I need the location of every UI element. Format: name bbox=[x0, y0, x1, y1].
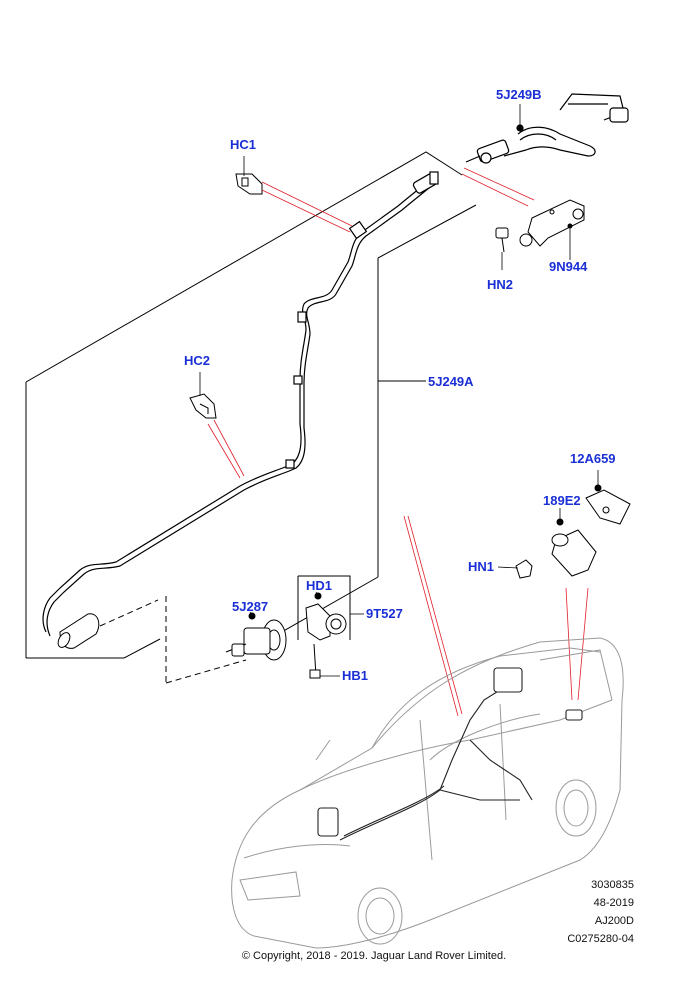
callout-189e2[interactable]: 189E2 bbox=[543, 493, 581, 508]
callout-hc2[interactable]: HC2 bbox=[184, 353, 211, 368]
callout-hc1[interactable]: HC1 bbox=[230, 137, 257, 152]
ref-illustration: C0275280-04 bbox=[567, 933, 634, 945]
callout-5j287[interactable]: 5J287 bbox=[232, 599, 269, 614]
callout-hb1[interactable]: HB1 bbox=[342, 668, 369, 683]
ref-model: AJ200D bbox=[594, 915, 634, 927]
leader-lines-red bbox=[207, 167, 589, 717]
clip-hc2 bbox=[189, 393, 217, 419]
brake-cable-5j249b bbox=[465, 93, 629, 164]
bracket-9n944 bbox=[519, 199, 585, 247]
ref-date: 48-2019 bbox=[593, 897, 634, 909]
brake-cable-5j249a bbox=[42, 171, 439, 637]
bolt-hn2 bbox=[495, 227, 509, 253]
actuator-5j287 bbox=[225, 612, 287, 661]
callout-hd1[interactable]: HD1 bbox=[306, 578, 333, 593]
copyright-notice: © Copyright, 2018 - 2019. Jaguar Land Ro… bbox=[241, 950, 507, 962]
assembly-panel bbox=[25, 151, 477, 684]
clip-hc1 bbox=[235, 173, 263, 195]
vehicle-cable-routing bbox=[317, 667, 583, 841]
leader-lines-black bbox=[199, 104, 599, 677]
callout-9n944[interactable]: 9N944 bbox=[549, 259, 588, 274]
callout-9t527[interactable]: 9T527 bbox=[366, 606, 403, 621]
callout-hn1[interactable]: HN1 bbox=[468, 559, 495, 574]
callout-12a659[interactable]: 12A659 bbox=[570, 451, 616, 466]
module-189e2-group bbox=[515, 484, 631, 579]
callout-5j249b[interactable]: 5J249B bbox=[496, 87, 542, 102]
bracket-hd1-group bbox=[297, 575, 351, 679]
vehicle-outline bbox=[231, 637, 624, 949]
callout-5j249a[interactable]: 5J249A bbox=[428, 374, 474, 389]
cable-end-boot bbox=[57, 613, 100, 649]
callout-hn2[interactable]: HN2 bbox=[487, 277, 514, 292]
ref-number: 3030835 bbox=[591, 879, 634, 891]
